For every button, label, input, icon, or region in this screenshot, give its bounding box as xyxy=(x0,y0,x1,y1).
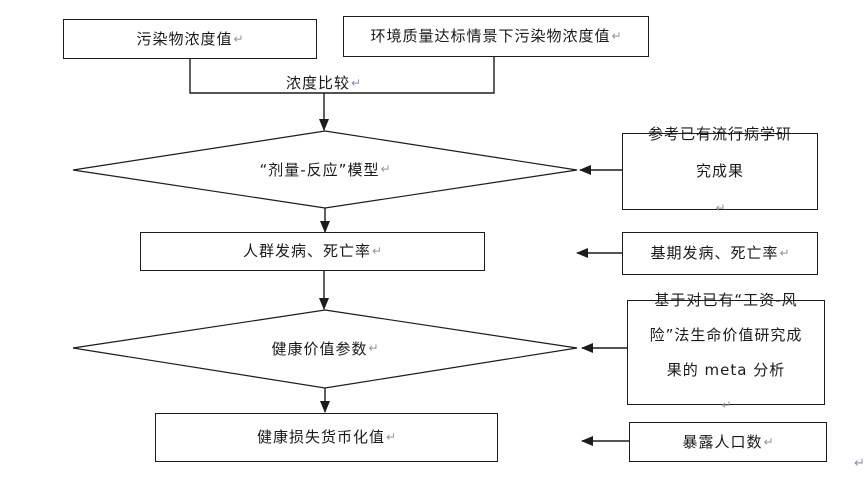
meta-line-3: 果的 meta 分析 ↵ xyxy=(667,353,785,423)
monetized-health-loss-box: 健康损失货币化值↵ xyxy=(155,413,498,462)
paragraph-return-mark: ↵ xyxy=(380,162,391,176)
epidemiology-line-2: 究成果 ↵ xyxy=(696,153,744,227)
exposed-population-label: 暴露人口数 xyxy=(682,432,763,451)
paragraph-return-mark: ↵ xyxy=(368,341,379,355)
paragraph-return-mark: ↵ xyxy=(779,246,790,260)
epidemiology-reference-box: 参考已有流行病学研 究成果 ↵ xyxy=(622,125,818,215)
paragraph-return-mark: ↵ xyxy=(721,397,732,412)
scenario-concentration-label: 环境质量达标情景下污染物浓度值 xyxy=(370,27,611,46)
epidemiology-line-1: 参考已有流行病学研 xyxy=(647,125,792,143)
scenario-concentration-box: 环境质量达标情景下污染物浓度值↵ xyxy=(343,16,649,57)
monetized-health-loss-label: 健康损失货币化值 xyxy=(256,428,385,447)
merge-connector-line xyxy=(189,57,495,94)
epidemiology-line-2-text: 究成果 xyxy=(695,162,744,180)
paragraph-return-mark: ↵ xyxy=(763,434,774,449)
meta-line-1: 基于对已有“工资-风 xyxy=(654,290,798,309)
meta-analysis-box: 基于对已有“工资-风 险”法生命价值研究成 果的 meta 分析 ↵ xyxy=(627,291,825,412)
paragraph-return-mark: ↵ xyxy=(715,201,726,215)
meta-line-3-text: 果的 meta 分析 xyxy=(666,360,786,379)
paragraph-return-mark: ↵ xyxy=(371,244,383,258)
pollutant-concentration-label: 污染物浓度值 xyxy=(136,29,233,48)
population-morbidity-label: 人群发病、死亡率 xyxy=(242,242,371,261)
meta-line-2: 险”法生命价值研究成 xyxy=(649,325,803,344)
stray-paragraph-mark: ↵ xyxy=(854,456,865,471)
pollutant-concentration-box: 污染物浓度值↵ xyxy=(63,19,317,59)
comparison-text: 浓度比较 xyxy=(286,74,351,92)
concentration-comparison-label: 浓度比较↵ xyxy=(286,72,361,93)
baseline-morbidity-label: 基期发病、死亡率 xyxy=(650,244,779,263)
paragraph-return-mark: ↵ xyxy=(351,76,362,90)
exposed-population-box: 暴露人口数↵ xyxy=(629,422,827,462)
paragraph-return-mark: ↵ xyxy=(385,430,397,444)
paragraph-return-mark: ↵ xyxy=(233,31,244,46)
health-value-text: 健康价值参数 xyxy=(271,339,368,358)
paragraph-return-mark: ↵ xyxy=(611,29,622,43)
baseline-morbidity-box: 基期发病、死亡率↵ xyxy=(622,232,818,275)
dose-response-model-label: “剂量-反应”模型↵ xyxy=(175,156,475,182)
health-value-parameter-label: 健康价值参数↵ xyxy=(175,335,475,361)
population-morbidity-box: 人群发病、死亡率↵ xyxy=(140,232,485,271)
dose-response-text: “剂量-反应”模型 xyxy=(259,160,380,179)
